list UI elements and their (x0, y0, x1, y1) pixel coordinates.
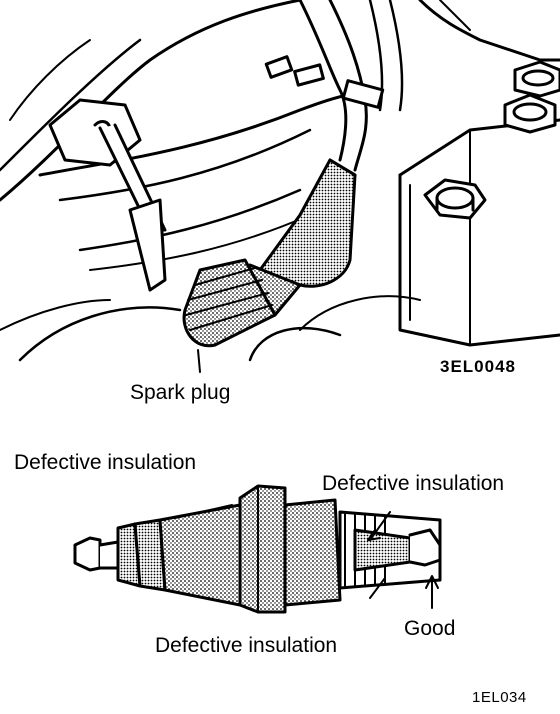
figure-code-bottom: 1EL034 (472, 689, 527, 706)
spark-plug-drawing (73, 484, 442, 614)
defective-insulation-label-left: Defective insulation (14, 451, 197, 474)
defective-insulation-label-right: Defective insulation (322, 472, 505, 495)
figure-code-top: 3EL0048 (440, 357, 516, 376)
defective-insulation-label-bottom: Defective insulation (155, 634, 338, 657)
good-label: Good (404, 617, 456, 640)
engine-drawing (0, 0, 560, 373)
spark-plug-label: Spark plug (130, 381, 231, 404)
